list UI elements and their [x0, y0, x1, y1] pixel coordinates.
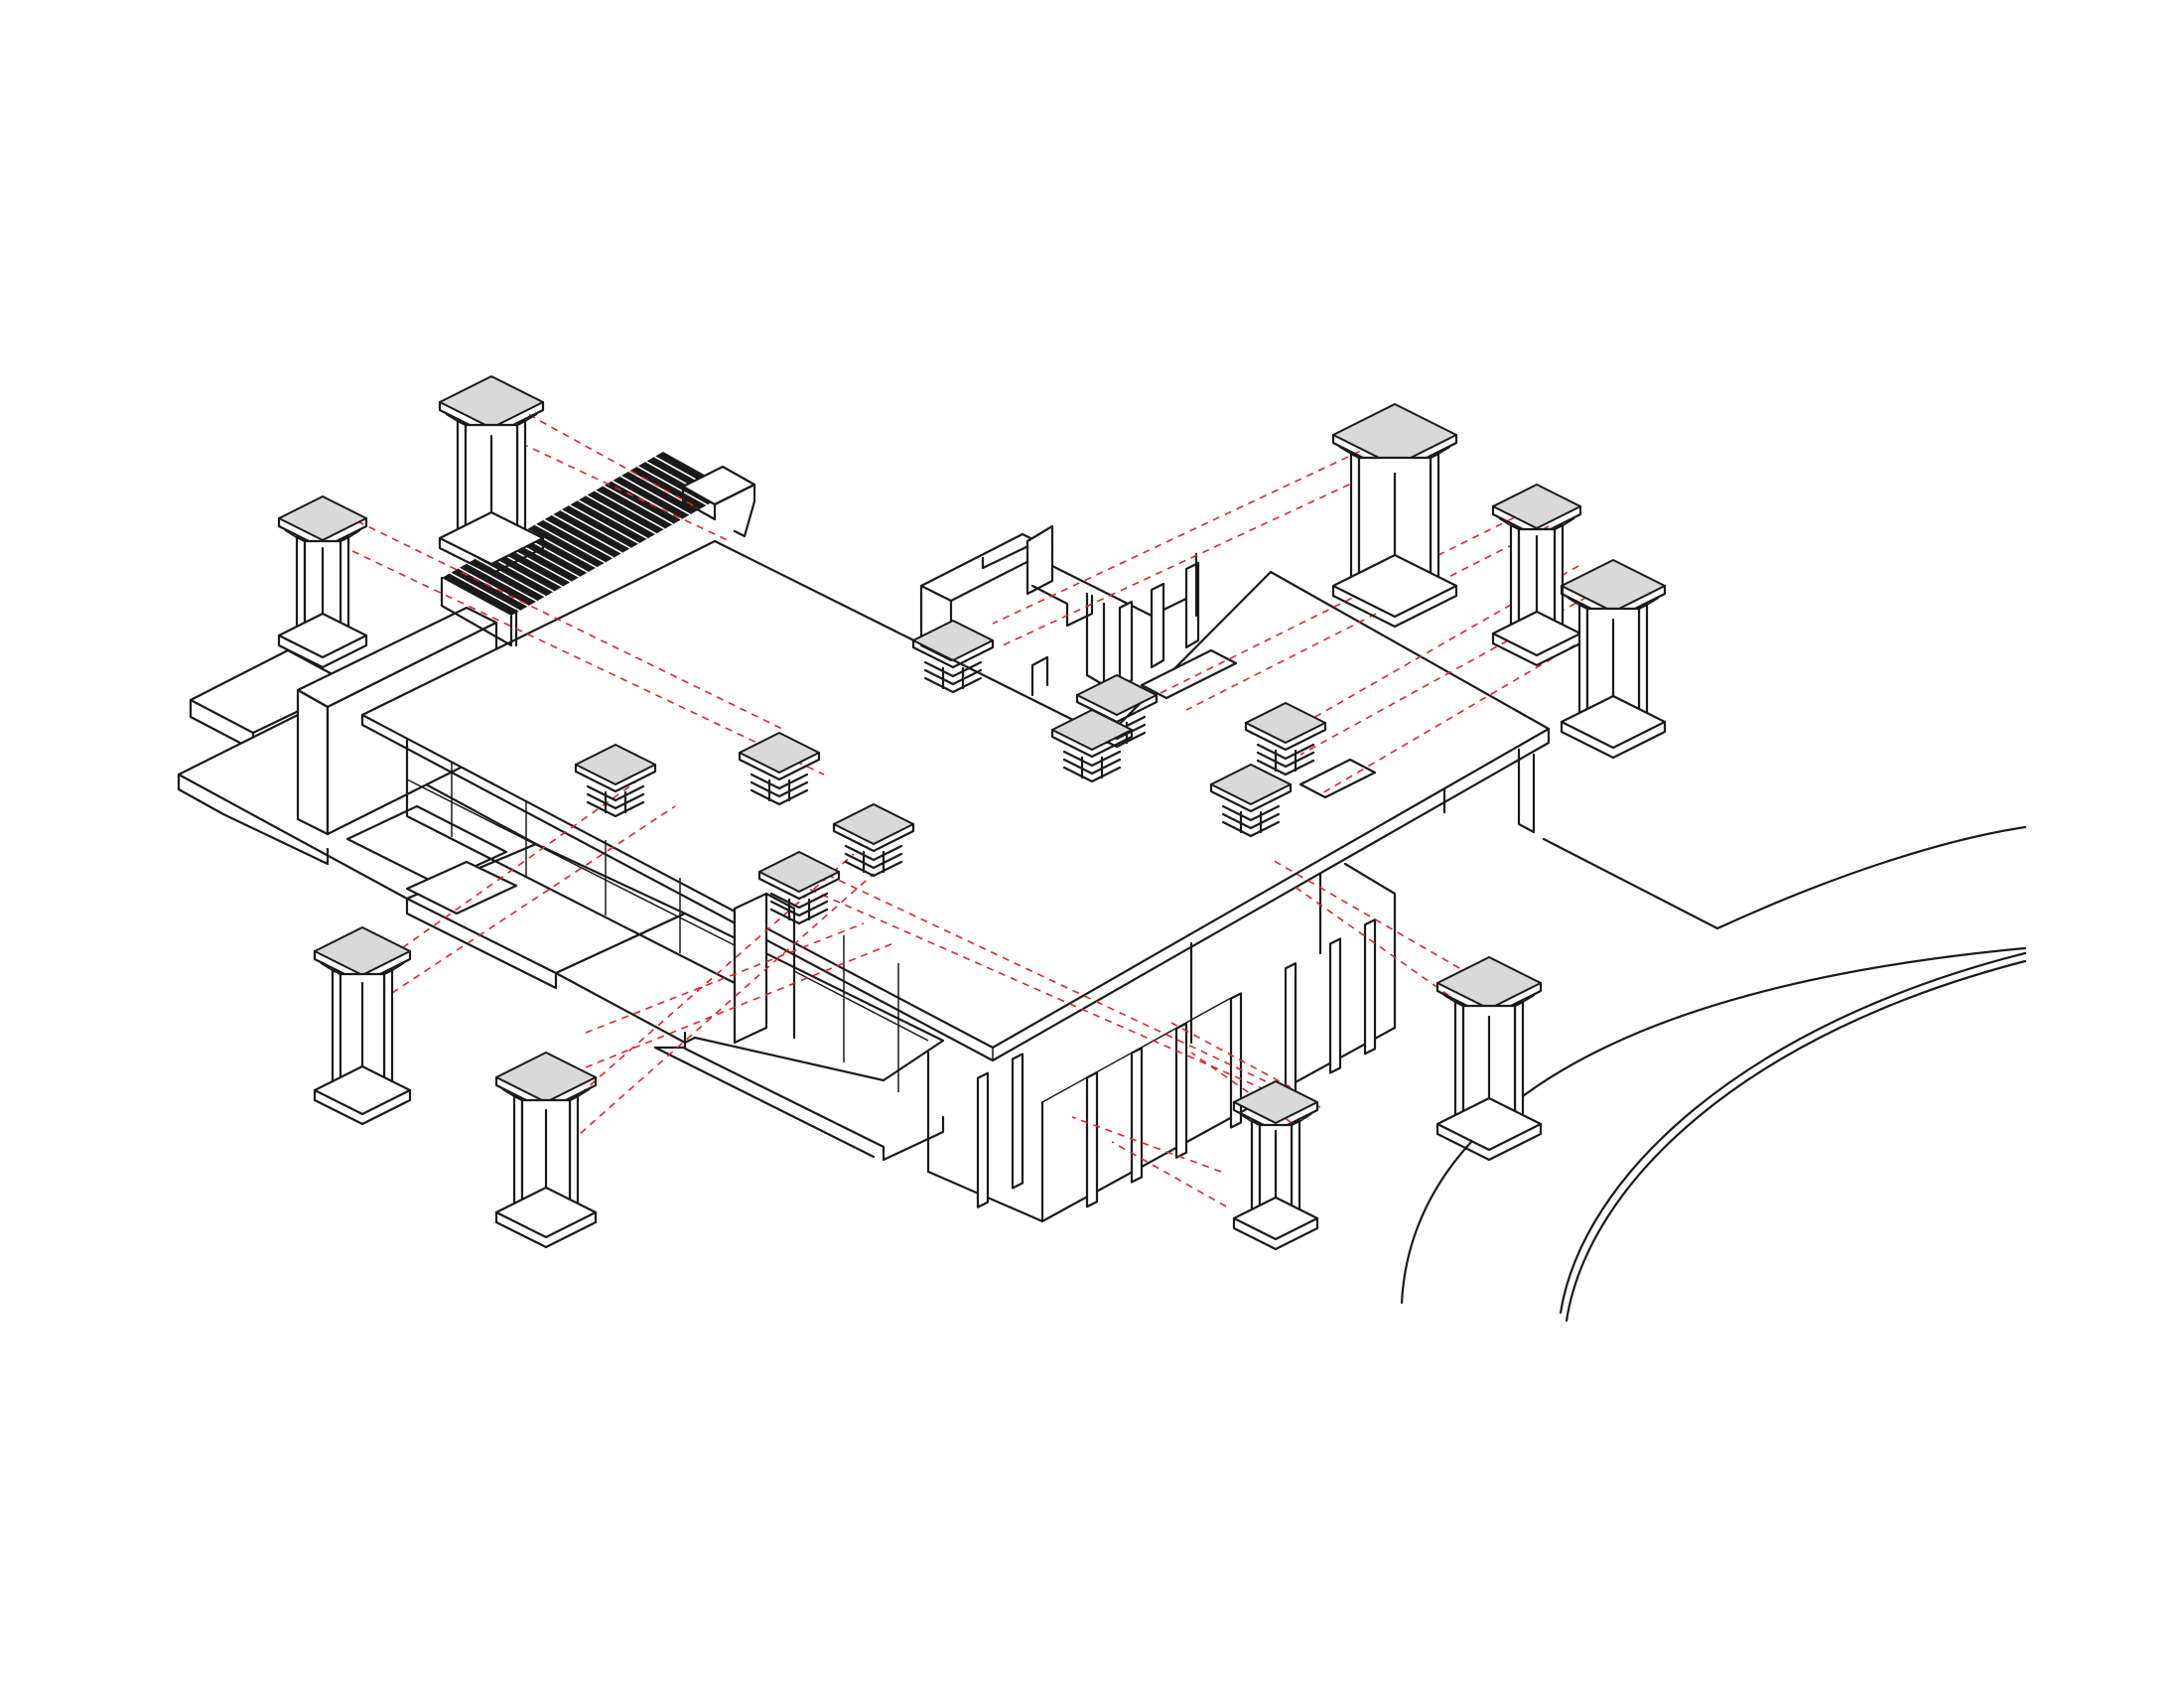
skylight-2 [1298, 758, 1377, 799]
dashed-leader [585, 922, 865, 1034]
roof-top-surface [360, 539, 1551, 1050]
dashed-leader [992, 434, 1396, 625]
column-detail-sw-lower [494, 1052, 598, 1249]
facade-glazing-east [926, 748, 1536, 1223]
facade-fin [1130, 1047, 1144, 1184]
dashed-leader [505, 401, 696, 507]
back-wing-walls [919, 524, 1200, 697]
column-detail-e [1560, 559, 1667, 760]
facade-fin [1328, 937, 1342, 1074]
facade-fin [1284, 962, 1297, 1099]
dashed-leader [1185, 525, 1550, 711]
column-detail-nw-lower [277, 495, 368, 669]
roof-slab [360, 539, 1551, 1062]
beam-connection-6 [1209, 764, 1293, 838]
pergola [440, 452, 756, 647]
facade-fin [1011, 1053, 1024, 1190]
skylight-1 [1140, 648, 1238, 700]
beam-connection-3 [574, 744, 657, 818]
column-detail-nw-upper [438, 375, 545, 576]
facade-glazing-west [405, 738, 929, 1092]
facade-fin [1085, 1071, 1099, 1208]
dashed-leader [570, 873, 875, 1143]
dashed-leader [1290, 883, 1460, 1004]
beam-connection-8 [757, 851, 841, 925]
roof-connection-details [574, 620, 1327, 925]
dashed-leader [803, 863, 1321, 1108]
site-driveway-curves [1400, 825, 2027, 1323]
dashed-leader [351, 550, 825, 775]
facade-fin [976, 1071, 990, 1208]
facade-fin [1229, 992, 1243, 1129]
connector-lines [351, 401, 1609, 1207]
column-detail-se-small [1232, 1080, 1319, 1251]
beam-connection-9 [1050, 709, 1134, 783]
facade-fin [1174, 1022, 1188, 1159]
dashed-leader [1270, 858, 1460, 969]
facade-fin [1363, 918, 1377, 1055]
column-detail-sw-upper [313, 926, 412, 1126]
dashed-leader [485, 426, 731, 542]
dashed-leader [391, 781, 636, 956]
beam-connection-5 [1244, 702, 1327, 776]
dashed-leader [356, 520, 785, 731]
column-detail-ne-small [1491, 484, 1582, 667]
column-detail-se-large [1435, 956, 1543, 1162]
dashed-leader [773, 873, 1272, 1093]
column-details [277, 375, 1667, 1251]
beam-connection-1 [911, 620, 995, 694]
dashed-leader [391, 805, 676, 994]
dashed-leader [1071, 1116, 1222, 1173]
dashed-leader [585, 942, 894, 1068]
dashed-leader [1111, 1141, 1227, 1207]
beam-connection-2 [738, 732, 821, 806]
beam-connection-7 [832, 803, 915, 878]
column-detail-ne-large [1331, 403, 1458, 629]
dashed-leader [1170, 1022, 1292, 1088]
dashed-leader [1156, 505, 1538, 696]
